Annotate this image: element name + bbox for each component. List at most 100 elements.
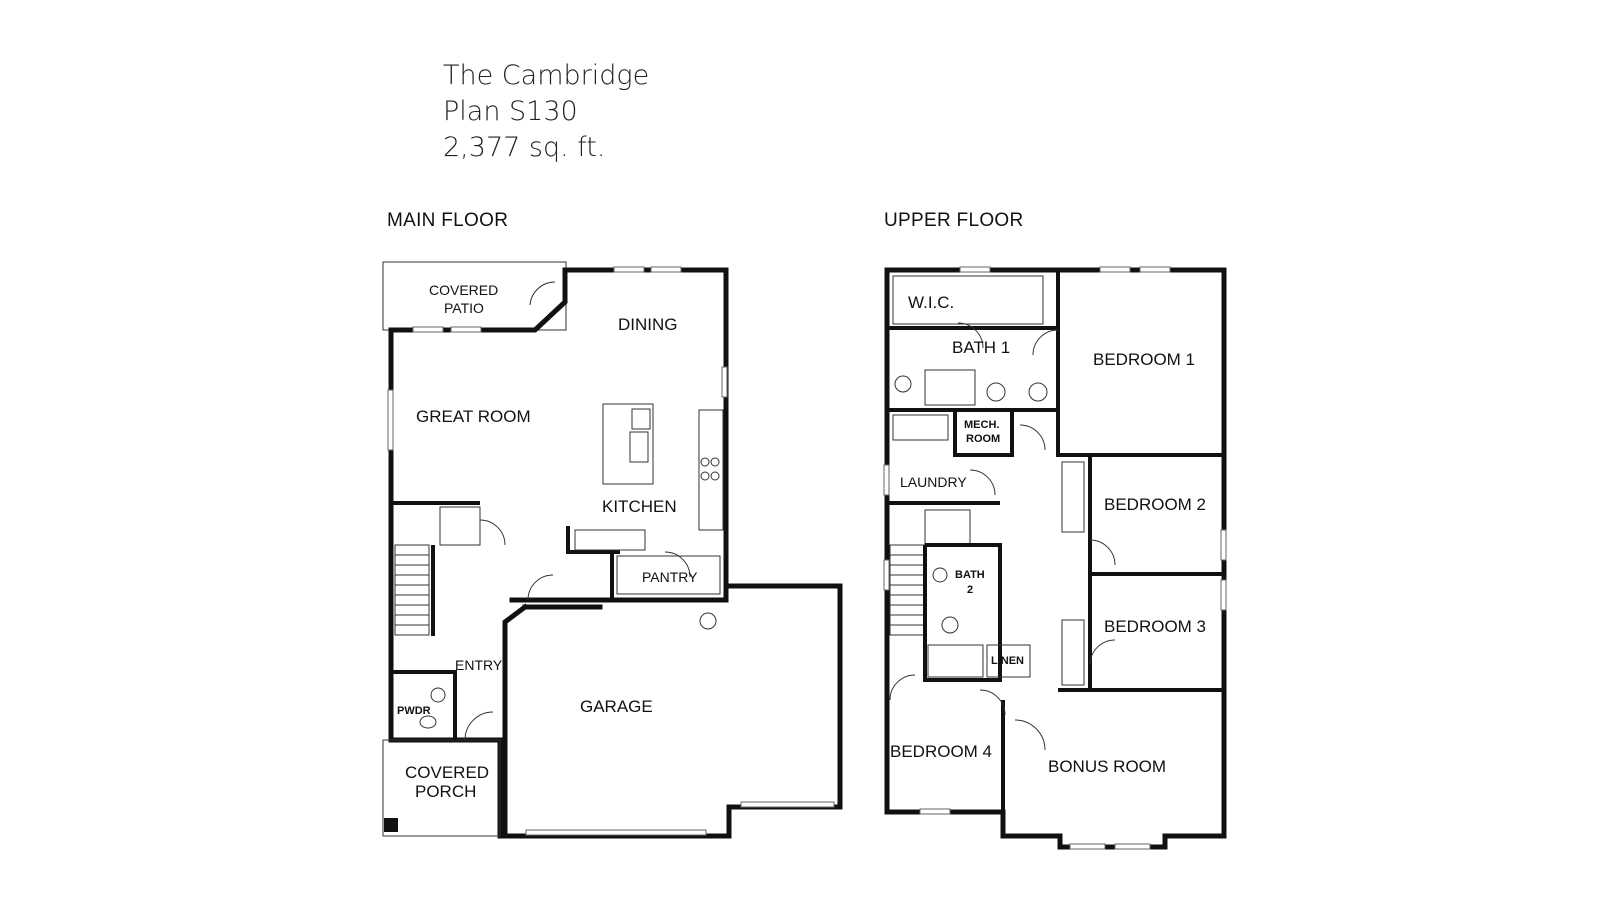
window bbox=[450, 326, 482, 333]
pantry-door bbox=[664, 551, 691, 578]
window bbox=[1114, 843, 1151, 850]
fireplace bbox=[387, 389, 394, 451]
fridge-counter bbox=[574, 529, 646, 551]
label-covered-patio-1: COVERED bbox=[429, 282, 498, 298]
label-great-room: GREAT ROOM bbox=[416, 407, 531, 426]
main-north-wall bbox=[388, 267, 729, 593]
kitchen-sink bbox=[629, 431, 649, 463]
bath2-tub bbox=[927, 644, 984, 678]
main-stairs bbox=[394, 506, 481, 636]
label-covered-porch-1: COVERED bbox=[405, 763, 489, 782]
label-mech-1: MECH. bbox=[964, 419, 999, 431]
bonus-door bbox=[1014, 719, 1046, 751]
window bbox=[959, 266, 991, 273]
linen-door bbox=[979, 689, 1006, 716]
mech-room-walls bbox=[953, 410, 1014, 457]
label-bedroom4: BEDROOM 4 bbox=[890, 742, 992, 761]
bath2-sink bbox=[932, 567, 948, 583]
label-bonus-room: BONUS ROOM bbox=[1048, 757, 1166, 776]
window bbox=[883, 559, 890, 591]
window bbox=[412, 326, 444, 333]
label-bedroom3: BEDROOM 3 bbox=[1104, 617, 1206, 636]
bedroom2-door bbox=[1089, 539, 1116, 566]
bath1-door bbox=[1032, 329, 1059, 356]
label-covered-patio-2: PATIO bbox=[444, 300, 484, 316]
pantry-shelf bbox=[616, 555, 721, 595]
label-pwdr: PWDR bbox=[397, 705, 431, 717]
label-bedroom1: BEDROOM 1 bbox=[1093, 350, 1195, 369]
bedroom1-wall bbox=[1056, 270, 1224, 457]
kitchen-island bbox=[602, 403, 654, 485]
wic-door bbox=[957, 322, 984, 349]
bath2-toilet bbox=[941, 616, 959, 634]
window bbox=[1099, 266, 1131, 273]
bedroom2-closet bbox=[1061, 461, 1085, 533]
label-bath2-1: BATH bbox=[955, 569, 985, 581]
linen-closet bbox=[986, 644, 1031, 678]
label-dining: DINING bbox=[618, 315, 678, 334]
label-bath2-2: 2 bbox=[967, 584, 973, 596]
laundry-door bbox=[969, 469, 996, 496]
garage-west-wall bbox=[502, 603, 529, 839]
label-mech-2: ROOM bbox=[966, 433, 1000, 445]
bath2-walls bbox=[923, 543, 1002, 682]
label-entry: ENTRY bbox=[455, 657, 503, 673]
plan-title-block: The Cambridge Plan S130 2,377 sq. ft. bbox=[443, 58, 649, 166]
wic-shelving bbox=[892, 275, 1044, 325]
pwdr-walls bbox=[391, 670, 457, 740]
pwdr-toilet bbox=[430, 687, 446, 703]
bedroom4-door bbox=[889, 674, 916, 701]
garage-east-wall bbox=[723, 583, 843, 810]
upper-floor-label: UPPER FLOOR bbox=[884, 210, 1024, 231]
garage-door bbox=[525, 829, 707, 836]
water-heater bbox=[699, 612, 717, 630]
main-floor-plan: COVERED PATIO DINING GREAT ROOM KITCHEN … bbox=[382, 261, 843, 839]
porch-column bbox=[384, 818, 398, 832]
label-kitchen: KITCHEN bbox=[602, 497, 677, 516]
patio-door bbox=[529, 281, 556, 306]
window bbox=[919, 808, 951, 815]
label-wic: W.I.C. bbox=[908, 293, 954, 312]
bedroom3-door bbox=[1089, 639, 1116, 666]
bedroom3-closet bbox=[1061, 619, 1085, 686]
window bbox=[721, 366, 728, 398]
label-garage: GARAGE bbox=[580, 697, 653, 716]
plan-area: 2,377 sq. ft. bbox=[443, 132, 606, 163]
bath1-sink-1 bbox=[986, 382, 1006, 402]
plan-number: Plan S130 bbox=[443, 96, 578, 127]
window bbox=[1069, 843, 1106, 850]
garage-entry-door bbox=[527, 574, 554, 601]
pantry-wall bbox=[566, 526, 620, 554]
main-pantry-south-wall bbox=[509, 587, 729, 603]
upper-exterior-wall bbox=[884, 267, 1227, 850]
pwdr-sink bbox=[419, 715, 437, 729]
dishwasher bbox=[631, 408, 651, 430]
plan-name: The Cambridge bbox=[443, 60, 650, 91]
label-bath1: BATH 1 bbox=[952, 338, 1010, 357]
window bbox=[1220, 529, 1227, 561]
window bbox=[650, 266, 682, 273]
bath1-toilet bbox=[894, 375, 912, 393]
upper-floor-plan: W.I.C. BATH 1 BEDROOM 1 MECH. ROOM LAUND… bbox=[883, 266, 1227, 850]
kitchen-counter bbox=[698, 409, 724, 531]
label-covered-porch-2: PORCH bbox=[415, 782, 476, 801]
label-pantry: PANTRY bbox=[642, 569, 698, 585]
label-laundry: LAUNDRY bbox=[900, 474, 967, 490]
bedroom1-door bbox=[1019, 424, 1046, 451]
window bbox=[1220, 579, 1227, 611]
garage-door-2 bbox=[740, 801, 835, 808]
window bbox=[1139, 266, 1171, 273]
window bbox=[883, 464, 890, 496]
shower bbox=[924, 369, 976, 406]
window bbox=[613, 266, 645, 273]
main-floor-label: MAIN FLOOR bbox=[387, 210, 509, 231]
bedroom2-wall bbox=[1088, 455, 1224, 576]
bath1-sink-2 bbox=[1028, 382, 1048, 402]
front-door bbox=[464, 711, 494, 741]
stair-door bbox=[479, 519, 506, 546]
covered-porch-outline bbox=[382, 739, 501, 837]
label-linen: LINEN bbox=[991, 655, 1024, 667]
label-bedroom2: BEDROOM 2 bbox=[1104, 495, 1206, 514]
laundry-counter bbox=[892, 414, 949, 441]
